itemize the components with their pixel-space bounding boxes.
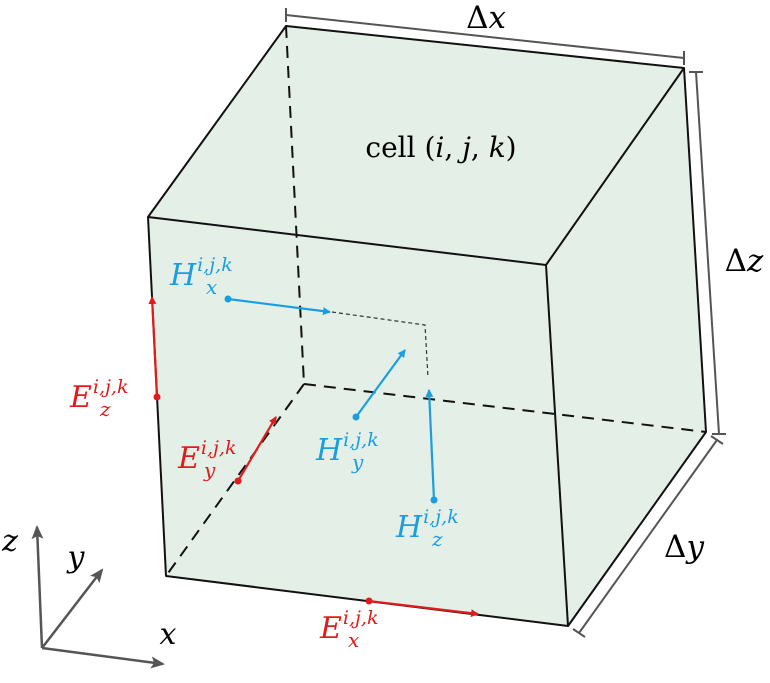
construction-lines [331,311,429,379]
ex-vector [365,597,479,618]
hz-vector [425,389,438,504]
cube-visible-edges [147,25,707,627]
ez-vector [148,296,161,401]
cell-label: cell (i, j, k) [365,131,516,164]
cube-hidden-edge-back [303,383,707,433]
axis-x-arrow [41,646,165,669]
dimension-dz-label: Δz [725,243,764,279]
axis-z-label: z [1,524,18,559]
cube-right-face [546,68,706,626]
hy-vector [352,349,406,421]
dimension-dy [572,435,724,638]
axis-x-label: x [160,617,177,652]
axis-y-label: y [66,540,86,575]
cube-top-face [148,26,684,265]
dimension-dx-label: Δx [466,0,506,36]
ey-vector [234,416,277,485]
hx-vector [224,295,331,316]
cube-front-right-edge [545,264,569,627]
dimension-dy-label: Δy [664,529,704,565]
axis-z-arrow [31,525,44,649]
cube [147,25,707,627]
dimension-dx [285,8,685,65]
axis-y-arrow [41,568,104,649]
dimension-dz [689,71,726,435]
coordinate-axes [31,525,165,669]
cube-front-face [148,217,568,626]
